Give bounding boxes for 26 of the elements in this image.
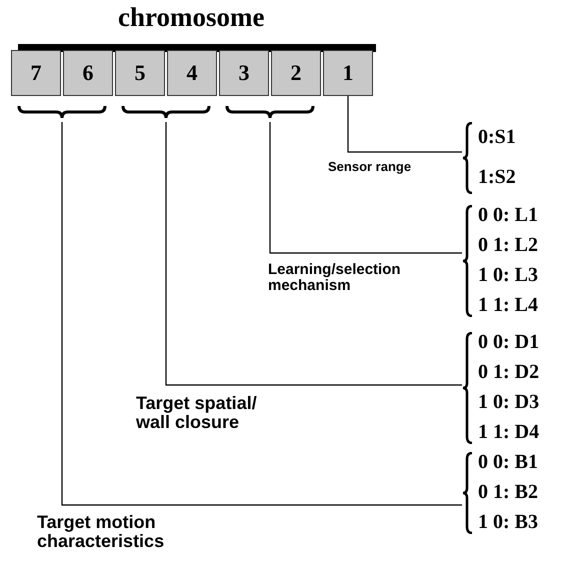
leader-line [347,96,462,153]
option-text: 0 1: D2 [478,361,540,384]
gene-cell: 3 [219,50,269,96]
option-text: 1 1: L4 [478,294,538,317]
leader-line [269,122,462,254]
option-text: 1 1: D4 [478,421,540,444]
option-text: 1 0: D3 [478,391,540,414]
gene-cell: 4 [167,50,217,96]
option-text: 0 1: B2 [478,481,538,504]
gene-cell: 1 [323,50,373,96]
edge-label: Sensor range [328,160,412,174]
gene-cell: 6 [63,50,113,96]
gene-cell: 7 [11,50,61,96]
gene-cell: 2 [271,50,321,96]
gene-cell: 5 [115,50,165,96]
title: chromosome [118,2,264,33]
option-text: 0 1: L2 [478,234,538,257]
option-text: 1:S2 [478,166,516,189]
option-text: 0 0: L1 [478,204,538,227]
option-text: 0:S1 [478,126,516,149]
option-text: 0 0: D1 [478,331,540,354]
option-text: 1 0: B3 [478,511,538,534]
leader-line [61,122,462,506]
leader-line [165,122,462,386]
option-text: 1 0: L3 [478,264,538,287]
option-text: 0 0: B1 [478,451,538,474]
